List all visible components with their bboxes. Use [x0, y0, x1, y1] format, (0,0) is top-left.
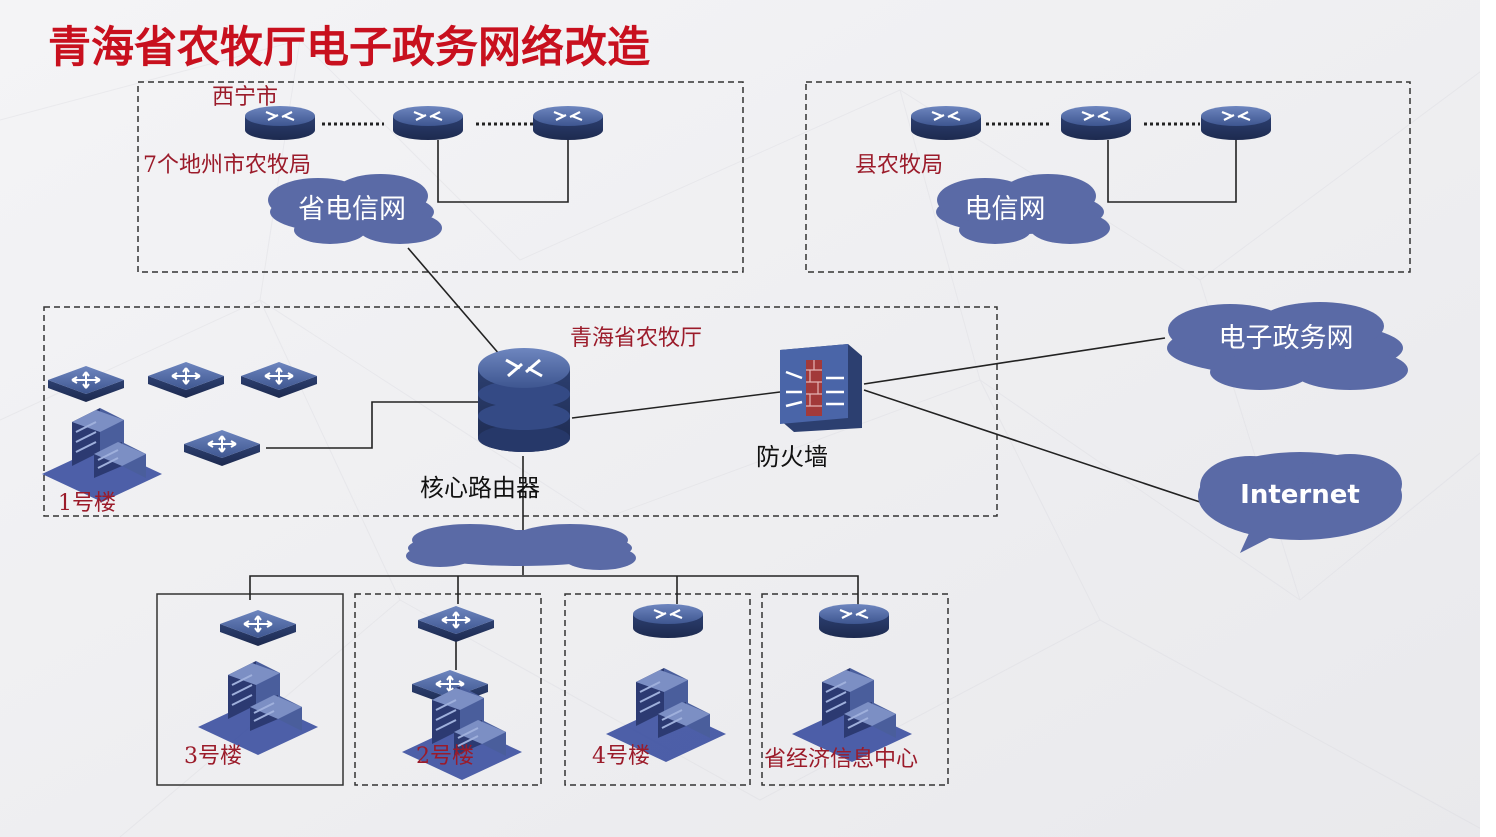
internet-label: Internet [1240, 480, 1360, 510]
right-edge [1480, 0, 1496, 837]
core-router-icon [478, 348, 570, 452]
router-xining-1 [243, 104, 317, 142]
region-building-4 [564, 593, 751, 786]
router-county-1 [909, 104, 983, 142]
building-1-label: 1号楼 [58, 491, 116, 516]
provincial-telecom-cloud [268, 174, 442, 244]
building-4-label: 4号楼 [592, 744, 650, 769]
xining-city-label: 西宁市 [212, 85, 278, 110]
econ-center-label: 省经济信息中心 [764, 747, 918, 772]
region-econ-center [761, 593, 949, 786]
router-econ-center [817, 602, 891, 640]
firewall-label: 防火墙 [756, 443, 828, 471]
firewall-icon [780, 344, 862, 432]
region-county [805, 81, 1411, 273]
connection-lines [249, 122, 1237, 670]
building-3-label: 3号楼 [184, 744, 242, 769]
telecom-cloud [936, 174, 1110, 244]
internet-cloud [1198, 452, 1402, 553]
telecom-label: 电信网 [965, 194, 1046, 225]
region-xining [137, 81, 744, 273]
campus-cloud [406, 524, 636, 570]
page-title: 青海省农牧厅电子政务网络改造 [48, 23, 650, 73]
xining-bureau-label: 7个地州市农牧局 [143, 153, 311, 178]
provincial-telecom-label: 省电信网 [298, 194, 406, 225]
building-2-label: 2号楼 [416, 744, 474, 769]
egov-cloud [1167, 302, 1408, 390]
router-county-2 [1059, 104, 1133, 142]
router-building-4 [631, 602, 705, 640]
region-building-2 [354, 593, 542, 786]
egov-label: 电子政务网 [1219, 323, 1354, 354]
county-bureau-label: 县农牧局 [855, 153, 943, 178]
router-county-3 [1199, 104, 1273, 142]
router-xining-2 [391, 104, 465, 142]
department-label: 青海省农牧厅 [570, 326, 702, 351]
core-router-label: 核心路由器 [420, 474, 540, 502]
router-xining-3 [531, 104, 605, 142]
